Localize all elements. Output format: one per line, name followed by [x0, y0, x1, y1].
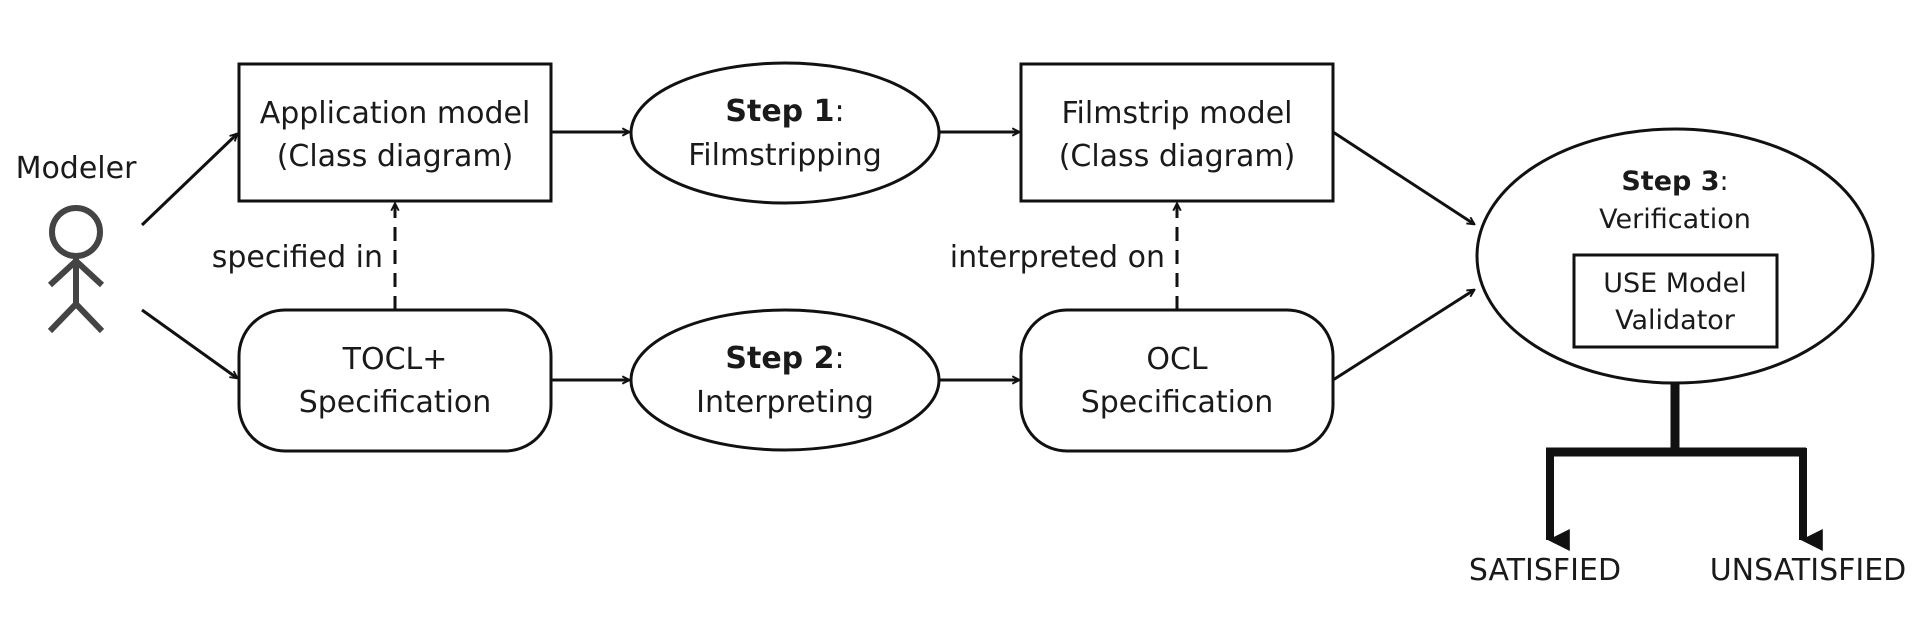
step3-colon: : [1720, 166, 1729, 197]
modeler-actor: Modeler [16, 151, 138, 334]
tocl-spec-box: TOCL+ Specification [237, 308, 553, 453]
step1-title: Step 1: [725, 94, 844, 129]
step2-colon: : [834, 341, 844, 376]
step3-bold: Step 3 [1621, 166, 1719, 197]
validator-line2: Validator [1615, 305, 1736, 336]
step1-ellipse: Step 1: Filmstripping [629, 61, 941, 205]
tocl-spec-line2: Specification [299, 385, 492, 420]
specified-in-label: specified in [212, 240, 383, 275]
step1-bold: Step 1 [725, 94, 834, 129]
arrow-modeler-to-tocl-spec [141, 308, 237, 378]
ocl-spec-line2: Specification [1081, 385, 1274, 420]
modeler-label: Modeler [16, 151, 138, 186]
filmstrip-model-box: Filmstrip model (Class diagram) [1019, 62, 1335, 203]
satisfied-label: SATISFIED [1469, 553, 1621, 588]
application-model-line2: (Class diagram) [277, 139, 514, 174]
interpreted-on-label: interpreted on [950, 240, 1165, 275]
arrow-modeler-to-application-model [140, 134, 237, 227]
step3-title: Step 3: [1621, 166, 1728, 197]
filmstrip-model-line1: Filmstrip model [1061, 96, 1292, 131]
step3-label: Verification [1599, 204, 1751, 235]
step2-label: Interpreting [696, 385, 874, 420]
unsatisfied-label: UNSATISFIED [1710, 553, 1907, 588]
arrow-ocl-to-step3 [1332, 290, 1474, 382]
validator-line1: USE Model [1603, 268, 1747, 299]
application-model-line1: Application model [260, 96, 531, 131]
use-model-validator-box: USE Model Validator [1572, 253, 1779, 349]
ocl-spec-box: OCL Specification [1019, 308, 1335, 453]
step3-ellipse: Step 3: Verification USE Model Validator [1475, 127, 1875, 385]
step1-colon: : [834, 94, 844, 129]
tocl-spec-line1: TOCL+ [342, 342, 448, 377]
step2-title: Step 2: [725, 341, 844, 376]
step1-label: Filmstripping [688, 138, 882, 173]
stick-figure-icon [47, 205, 105, 334]
outcome-branch [1546, 383, 1823, 551]
step2-bold: Step 2 [725, 341, 834, 376]
filmstrip-model-line2: (Class diagram) [1059, 139, 1296, 174]
step2-ellipse: Step 2: Interpreting [629, 308, 941, 452]
application-model-box: Application model (Class diagram) [237, 62, 553, 203]
arrow-filmstrip-to-step3 [1332, 130, 1474, 224]
ocl-spec-line1: OCL [1146, 342, 1208, 377]
